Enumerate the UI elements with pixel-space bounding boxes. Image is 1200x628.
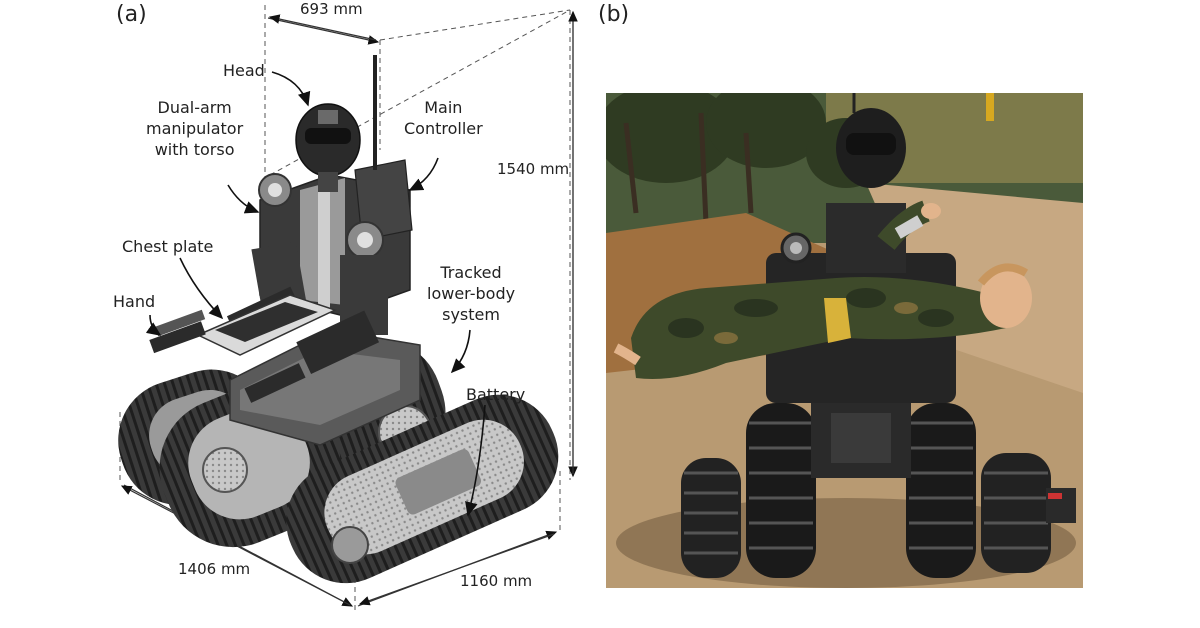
controller-label-line2: Controller (404, 119, 483, 138)
tracked-label-line1: Tracked (440, 263, 502, 282)
robot-rescue-photo (606, 93, 1083, 588)
photo-right-tracks (906, 403, 1076, 578)
chest-plate-label: Chest plate (122, 237, 214, 256)
panel-a-label: (a) (116, 2, 147, 27)
head (295, 103, 361, 192)
controller-label: Main Controller (404, 97, 483, 139)
photo-rescued-mannequin (613, 200, 1032, 379)
chassis (229, 329, 421, 446)
photo-left-tracks (681, 403, 816, 578)
arm-label-line3: with torso (154, 140, 235, 159)
hands (149, 309, 306, 403)
chest-plate (196, 294, 338, 356)
head-label: Head (223, 61, 265, 80)
front-right-track (286, 394, 559, 584)
depth-dimension-label: 1160 mm (460, 572, 533, 590)
tracked-label-line3: system (442, 305, 500, 324)
arm-label: Dual-arm manipulator with torso (146, 97, 243, 160)
arm-label-line1: Dual-arm (157, 98, 232, 117)
robot-cad-diagram (118, 5, 578, 610)
hand-label: Hand (113, 292, 156, 311)
tracked-label-line2: lower-body (427, 284, 516, 303)
controller-label-line1: Main (424, 98, 463, 117)
battery-label: Battery (466, 385, 526, 404)
tracked-system-label: Tracked lower-body system (427, 262, 515, 325)
height-dimension-label: 1540 mm (497, 160, 570, 178)
length-dimension-label: 1406 mm (178, 560, 251, 578)
callout-arrows (145, 71, 486, 517)
width-dimension-label: 693 mm (300, 0, 363, 18)
panel-b-label: (b) (598, 2, 630, 27)
arm-label-line2: manipulator (146, 119, 244, 138)
